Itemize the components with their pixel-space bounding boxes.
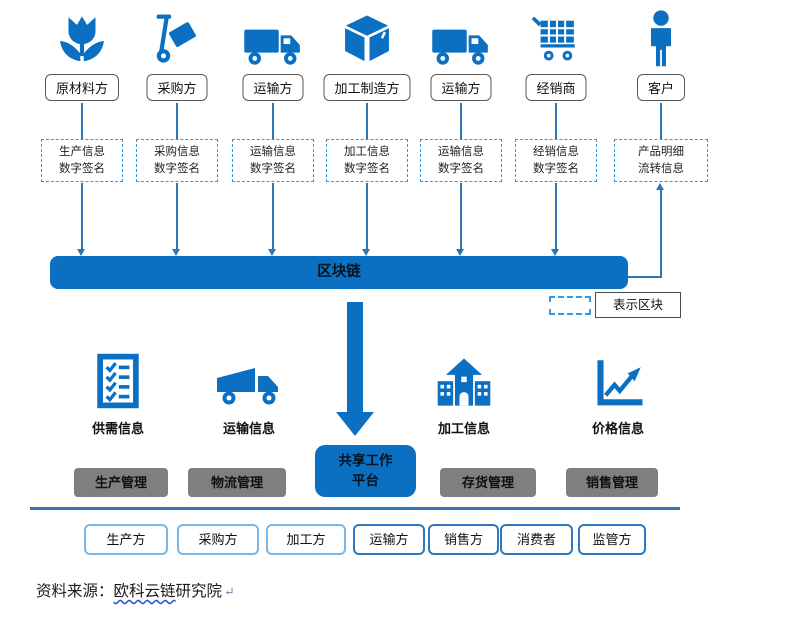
shared-platform-box: 共享工作 平台 xyxy=(315,445,416,497)
connector-line xyxy=(460,103,462,139)
party-label: 原材料方 xyxy=(44,74,120,101)
big-arrow-head xyxy=(336,412,374,436)
bottom-party-box: 采购方 xyxy=(177,524,259,555)
arrow-up-icon xyxy=(656,183,664,190)
arrow-down-icon xyxy=(268,249,276,256)
platform-line2: 平台 xyxy=(352,473,379,488)
management-box: 存货管理 xyxy=(440,468,536,497)
info-line: 数字签名 xyxy=(438,162,484,175)
info-line: 数字签名 xyxy=(250,162,296,175)
source-prefix: 资料来源： xyxy=(36,583,114,600)
connector-line xyxy=(272,183,274,249)
truck-icon xyxy=(430,22,492,68)
paragraph-mark: ↵ xyxy=(224,584,235,599)
factory-icon xyxy=(435,356,493,410)
middle-label: 运输信息 xyxy=(222,421,276,436)
middle-label: 价格信息 xyxy=(591,421,645,436)
connector-line xyxy=(366,183,368,249)
info-block: 加工信息 数字签名 xyxy=(326,139,408,183)
management-box: 生产管理 xyxy=(74,468,168,497)
info-block: 经销信息 数字签名 xyxy=(515,139,597,183)
platform-line1: 共享工作 xyxy=(338,453,393,469)
party-label: 采购方 xyxy=(146,74,208,101)
legend-label: 表示区块 xyxy=(595,292,681,318)
arrow-down-icon xyxy=(456,249,464,256)
checklist-icon xyxy=(92,352,144,410)
middle-label: 供需信息 xyxy=(91,421,145,436)
arrow-down-icon xyxy=(77,249,85,256)
blockchain-bar: 区块链 xyxy=(50,256,628,289)
arrow-down-icon xyxy=(172,249,180,256)
arrow-down-icon xyxy=(362,249,370,256)
connector-line xyxy=(272,103,274,139)
info-line: 经销信息 xyxy=(533,146,579,158)
connector-line xyxy=(555,103,557,139)
connector-line xyxy=(176,183,178,249)
management-box: 物流管理 xyxy=(188,468,286,497)
connector-line xyxy=(460,183,462,249)
connector-line xyxy=(660,103,662,139)
connector-line xyxy=(660,190,662,278)
info-line: 运输信息 xyxy=(250,146,296,158)
info-block: 采购信息 数字签名 xyxy=(136,139,218,183)
source-suffix: 研究院 xyxy=(175,583,223,600)
legend-block-swatch xyxy=(549,296,591,315)
connector-line xyxy=(628,276,662,278)
chart-icon xyxy=(590,356,646,410)
party-label: 运输方 xyxy=(430,74,492,101)
info-line: 数字签名 xyxy=(533,162,579,175)
separator-line xyxy=(30,507,680,510)
bottom-party-box: 生产方 xyxy=(84,524,168,555)
connector-line xyxy=(176,103,178,139)
connector-line xyxy=(555,183,557,249)
tulip-icon xyxy=(55,12,109,68)
info-line: 数字签名 xyxy=(59,162,105,175)
bottom-party-box: 消费者 xyxy=(500,524,573,555)
handtruck-icon xyxy=(150,10,204,68)
info-line: 流转信息 xyxy=(638,162,684,175)
source-note: 资料来源：欧科云链研究院↵ xyxy=(36,579,235,601)
bottom-party-box: 运输方 xyxy=(353,524,425,555)
party-label: 加工制造方 xyxy=(323,74,411,101)
box-icon xyxy=(340,12,394,68)
truck-icon xyxy=(242,22,304,68)
info-block: 生产信息 数字签名 xyxy=(41,139,123,183)
arrow-down-icon xyxy=(551,249,559,256)
info-line: 数字签名 xyxy=(344,162,390,175)
info-line: 产品明细 xyxy=(638,146,684,158)
person-icon xyxy=(641,8,681,70)
bottom-party-box: 监管方 xyxy=(578,524,646,555)
info-line: 数字签名 xyxy=(154,162,200,175)
info-block: 运输信息 数字签名 xyxy=(420,139,502,183)
bottom-party-box: 加工方 xyxy=(266,524,346,555)
info-block: 运输信息 数字签名 xyxy=(232,139,314,183)
big-arrow-shaft xyxy=(347,302,363,414)
info-line: 加工信息 xyxy=(344,146,390,158)
connector-line xyxy=(366,103,368,139)
connector-line xyxy=(81,183,83,249)
info-line: 生产信息 xyxy=(59,146,105,158)
party-label: 客户 xyxy=(636,74,686,101)
dumptruck-icon xyxy=(213,360,285,408)
info-line: 运输信息 xyxy=(438,146,484,158)
source-name: 欧科云链 xyxy=(113,583,176,600)
info-block: 产品明细 流转信息 xyxy=(614,139,708,183)
cart-icon xyxy=(530,14,582,68)
connector-line xyxy=(81,103,83,139)
bottom-party-box: 销售方 xyxy=(428,524,499,555)
party-label: 经销商 xyxy=(525,74,587,101)
party-label: 运输方 xyxy=(242,74,304,101)
info-line: 采购信息 xyxy=(154,146,200,158)
management-box: 销售管理 xyxy=(566,468,658,497)
middle-label: 加工信息 xyxy=(437,421,491,436)
